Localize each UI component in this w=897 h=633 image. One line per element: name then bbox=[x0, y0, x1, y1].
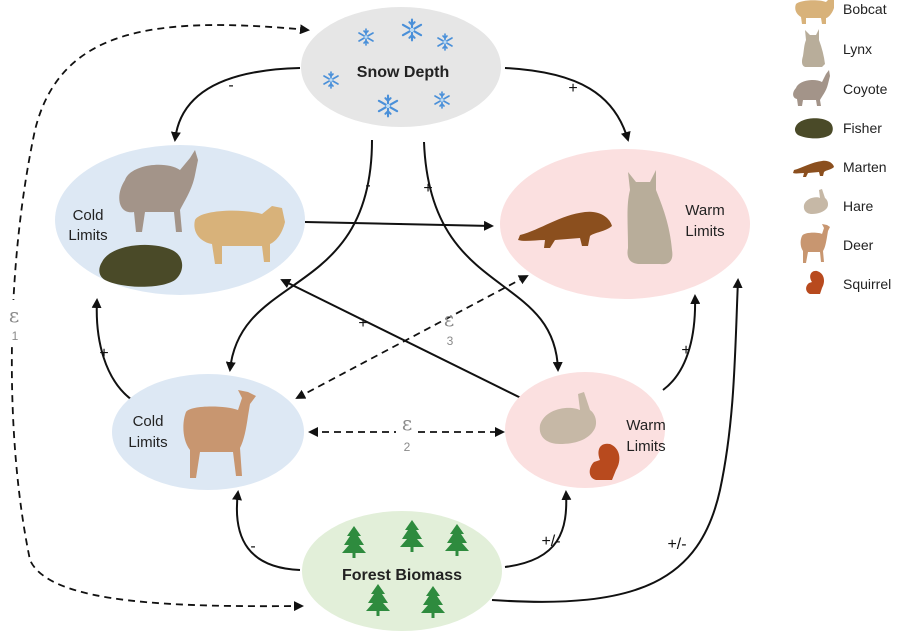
deer-icon bbox=[800, 224, 830, 263]
error-e3-path bbox=[295, 275, 529, 399]
legend: Bobcat Lynx Coyote Fisher Marten Hare De… bbox=[793, 0, 891, 294]
lynx-icon bbox=[802, 29, 825, 67]
node-snow-depth: Snow Depth bbox=[301, 7, 501, 127]
carnivore-warm-label-line1: Warm bbox=[685, 202, 724, 219]
coyote-icon bbox=[119, 150, 198, 232]
squirrel-icon bbox=[589, 443, 620, 480]
legend-item-deer: Deer bbox=[800, 224, 874, 263]
marten-icon bbox=[518, 211, 612, 248]
edge-forest-herbivore-cold bbox=[232, 490, 301, 571]
sign-snow-herbivore-cold: - bbox=[365, 177, 370, 194]
carnivore-cold-label-line1: Cold bbox=[73, 207, 104, 224]
hare-icon bbox=[539, 392, 597, 444]
legend-item-hare: Hare bbox=[803, 189, 874, 214]
node-herbivore-cold: Cold Limits bbox=[112, 374, 304, 490]
marten-icon bbox=[793, 160, 834, 177]
edge-forest-carnivore-warm bbox=[491, 278, 743, 603]
coyote-icon bbox=[793, 70, 830, 106]
error-e1-path bbox=[10, 24, 310, 612]
error-e1-index: 1 bbox=[12, 329, 19, 343]
sign-herbivore-warm-carnivore-cold: + bbox=[358, 315, 367, 332]
deer-icon bbox=[183, 390, 256, 478]
sign-snow-carnivore-warm: + bbox=[568, 80, 577, 97]
edge-carnivore-cold-warm bbox=[304, 220, 494, 231]
legend-label: Deer bbox=[843, 237, 874, 253]
sign-snow-herbivore-warm: + bbox=[423, 180, 432, 197]
error-e1-symbol: ε bbox=[9, 303, 19, 327]
fisher-icon bbox=[99, 244, 183, 287]
snow-depth-label: Snow Depth bbox=[357, 64, 449, 81]
herbivore-cold-label-line1: Cold bbox=[133, 413, 164, 430]
edge-herbivore-cold-carnivore-cold bbox=[91, 298, 133, 401]
sign-forest-herbivore-cold: - bbox=[250, 538, 255, 555]
legend-item-lynx: Lynx bbox=[802, 29, 872, 67]
legend-label: Coyote bbox=[843, 81, 888, 97]
carnivore-cold-label-line2: Limits bbox=[68, 227, 107, 244]
node-carnivore-warm: Warm Limits bbox=[500, 149, 750, 299]
error-e3-symbol: ε bbox=[444, 307, 454, 331]
edge-snow-carnivore-warm bbox=[504, 67, 631, 142]
herbivore-warm-label-line2: Limits bbox=[626, 438, 665, 455]
legend-item-squirrel: Squirrel bbox=[806, 270, 891, 294]
bobcat-icon bbox=[194, 206, 285, 264]
carnivore-warm-label-line2: Limits bbox=[685, 223, 724, 240]
carnivore-warm-ellipse bbox=[500, 149, 750, 299]
hare-icon bbox=[803, 189, 829, 214]
edge-herbivore-warm-carnivore-warm bbox=[662, 294, 701, 391]
sign-snow-carnivore-cold: - bbox=[228, 77, 233, 94]
edge-snow-carnivore-cold bbox=[170, 67, 301, 142]
sign-herbivore-cold-carnivore-cold: + bbox=[99, 345, 108, 362]
sign-forest-carnivore-warm: +/- bbox=[667, 536, 686, 553]
legend-label: Fisher bbox=[843, 120, 882, 136]
legend-label: Bobcat bbox=[843, 1, 887, 17]
node-forest-biomass: Forest Biomass bbox=[302, 511, 502, 631]
forest-biomass-label: Forest Biomass bbox=[342, 567, 462, 584]
node-carnivore-cold: Cold Limits bbox=[55, 145, 305, 295]
legend-item-coyote: Coyote bbox=[793, 70, 888, 106]
legend-label: Marten bbox=[843, 159, 887, 175]
snow-ellipse bbox=[301, 7, 501, 127]
error-e2-index: 2 bbox=[404, 440, 411, 454]
sign-herbivore-warm-carnivore-warm: + bbox=[681, 342, 690, 359]
legend-item-fisher: Fisher bbox=[794, 118, 882, 139]
legend-item-bobcat: Bobcat bbox=[795, 0, 887, 24]
sign-carnivore-cold-warm: - bbox=[397, 215, 402, 232]
squirrel-icon bbox=[806, 270, 825, 294]
herbivore-cold-label-line2: Limits bbox=[128, 434, 167, 451]
edge-forest-herbivore-warm bbox=[504, 490, 572, 568]
bobcat-icon bbox=[795, 0, 834, 24]
legend-label: Squirrel bbox=[843, 276, 891, 292]
lynx-icon bbox=[627, 170, 673, 265]
node-herbivore-warm: Warm Limits bbox=[505, 372, 666, 488]
legend-label: Lynx bbox=[843, 41, 872, 57]
error-e3-index: 3 bbox=[447, 334, 454, 348]
sign-forest-herbivore-warm: +/- bbox=[541, 533, 560, 550]
legend-item-marten: Marten bbox=[793, 159, 887, 177]
edge-herbivore-warm-carnivore-cold bbox=[280, 279, 526, 401]
fisher-icon bbox=[794, 118, 833, 139]
legend-label: Hare bbox=[843, 198, 874, 214]
herbivore-warm-label-line1: Warm bbox=[626, 417, 665, 434]
error-e2-symbol: ε bbox=[402, 411, 412, 435]
